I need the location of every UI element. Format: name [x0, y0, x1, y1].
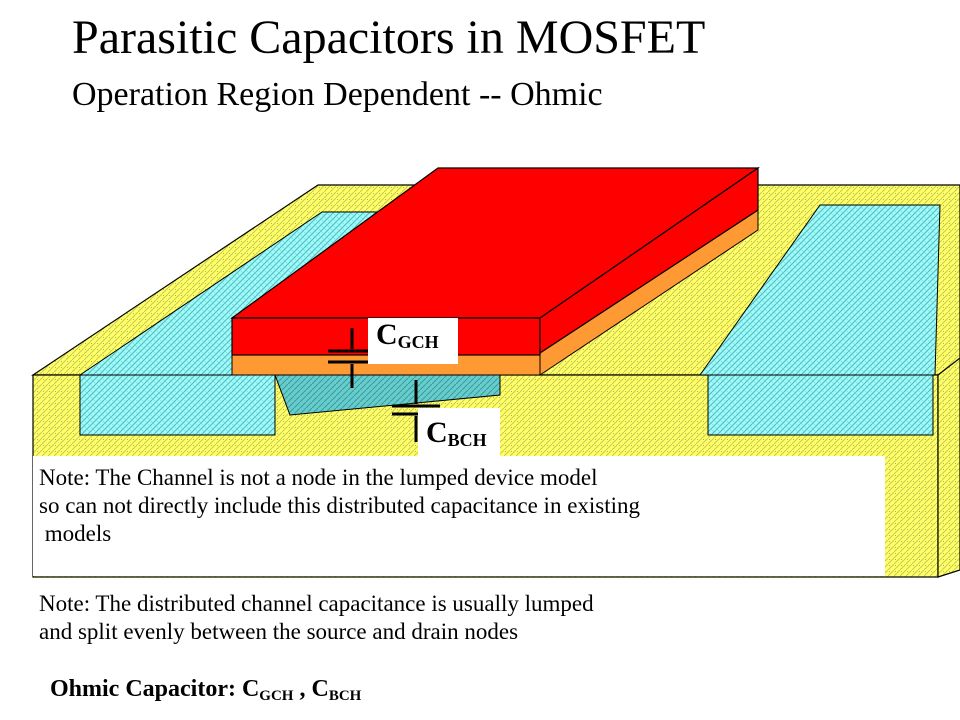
- slide-title: Parasitic Capacitors in MOSFET: [72, 11, 706, 64]
- note2-line2: and split evenly between the source and …: [39, 619, 519, 644]
- summary-mid: , C: [293, 676, 329, 702]
- note2-line1: Note: The distributed channel capacitanc…: [39, 591, 594, 616]
- cgch-label-main: C: [376, 318, 398, 351]
- summary-sub-bch: BCH: [328, 688, 362, 704]
- gate-poly: [230, 166, 760, 356]
- cgch-label-sub: GCH: [397, 332, 439, 352]
- summary-prefix: Ohmic Capacitor: C: [50, 676, 260, 702]
- note-lumped-capacitance: Note: The distributed channel capacitanc…: [39, 590, 594, 646]
- summary-sub-gch: GCH: [259, 688, 294, 704]
- cbch-label: CBCH: [418, 408, 500, 456]
- note1-line1: Note: The Channel is not a node in the l…: [39, 465, 598, 490]
- cgch-label: CGCH: [368, 318, 458, 364]
- cbch-label-main: C: [426, 416, 448, 449]
- note1-line2: so can not directly include this distrib…: [39, 493, 641, 518]
- drain-diffusion: [699, 204, 941, 436]
- cbch-label-sub: BCH: [447, 430, 487, 450]
- ohmic-capacitor-summary: Ohmic Capacitor: CGCH , CBCH: [50, 674, 361, 711]
- note1-line3: models: [39, 521, 112, 546]
- note-channel-node: Note: The Channel is not a node in the l…: [33, 456, 885, 576]
- slide-subtitle: Operation Region Dependent -- Ohmic: [72, 76, 603, 113]
